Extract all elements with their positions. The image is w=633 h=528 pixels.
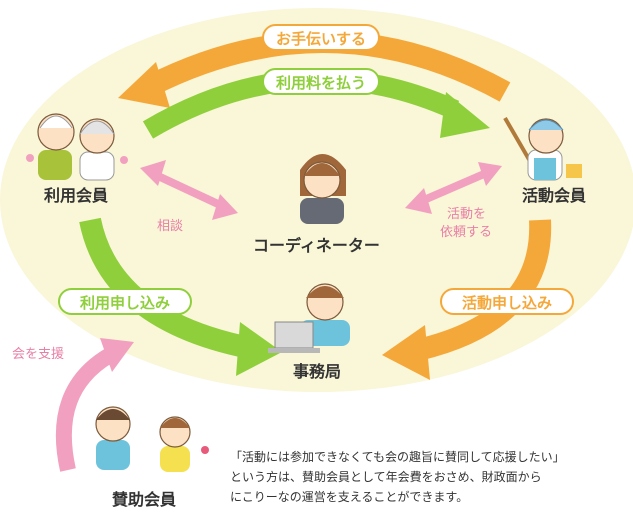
user-apply-arrowhead: [236, 322, 282, 376]
coordinator-illustration: [300, 154, 346, 224]
coordinator-label: コーディネーター: [253, 236, 380, 255]
activity-member-label: 活動会員: [522, 186, 587, 205]
help-arrowhead: [118, 62, 170, 108]
consult-arrowhead-left: [140, 160, 166, 186]
office-label: 事務局: [293, 362, 342, 381]
activity-member-illustration: [503, 116, 582, 181]
supporting-member-note: 「活動には参加できなくても会の趣旨に賛同して応援したい」 という方は、賛助会員と…: [230, 447, 625, 507]
note-line-1: 「活動には参加できなくても会の趣旨に賛同して応援したい」: [230, 450, 565, 464]
user-member-label: 利用会員: [44, 186, 109, 205]
activity-apply-arrowhead: [382, 325, 430, 380]
activity-apply-label: 活動申し込み: [440, 288, 574, 315]
supporting-members-illustration: [95, 406, 209, 472]
help-label: お手伝いする: [262, 24, 380, 51]
consult-arrow: [156, 172, 220, 208]
support-label: 会を支援: [12, 347, 65, 362]
user-apply-label: 利用申し込み: [58, 288, 192, 315]
request-label-line1: 活動を: [447, 207, 487, 222]
note-line-2: という方は、賛助会員として年会費をおさめ、財政面から: [230, 470, 542, 484]
request-arrow: [422, 170, 486, 204]
pay-fee-label: 利用料を払う: [262, 68, 380, 95]
consult-label: 相談: [157, 219, 184, 234]
support-arrowhead: [100, 338, 134, 372]
consult-arrowhead-right: [212, 194, 238, 220]
request-arrowhead-left: [405, 188, 432, 214]
request-arrowhead-right: [478, 162, 502, 186]
request-label-line2: 依頼する: [440, 225, 493, 240]
elderly-couple-illustration: [26, 113, 128, 181]
support-arrow: [55, 348, 115, 472]
office-staff-illustration: [268, 283, 350, 353]
note-line-3: にこりーなの運営を支えることができます。: [230, 490, 469, 504]
supporting-member-label: 賛助会員: [112, 490, 177, 509]
pay-fee-arrowhead: [440, 92, 490, 138]
